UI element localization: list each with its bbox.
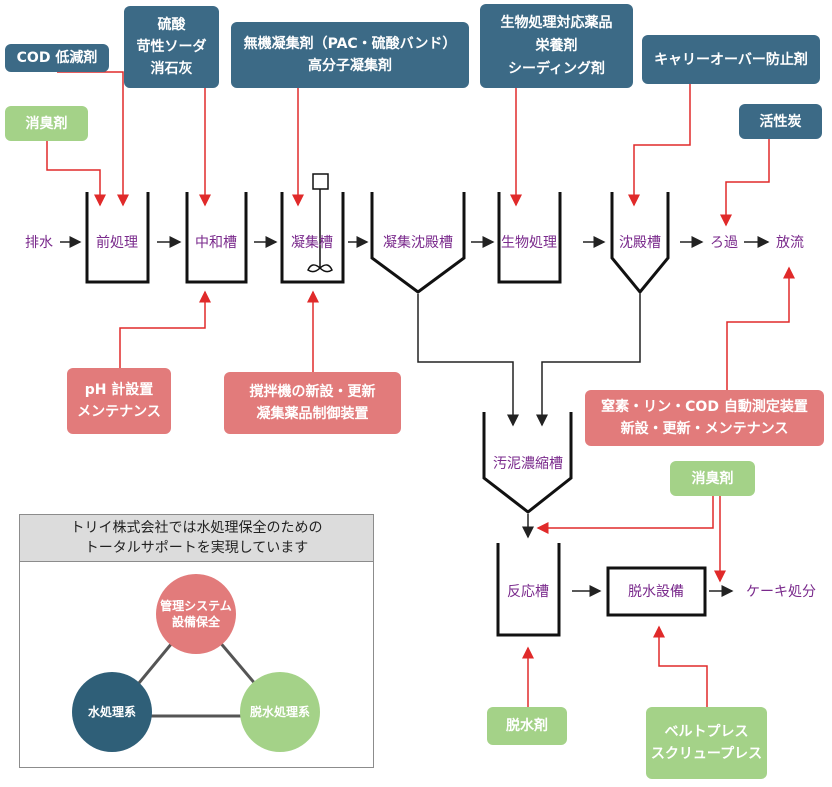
tank-reaction [496,543,561,637]
mixer-tag: 撹拌機の新設・更新 凝集薬品制御装置 [224,372,401,434]
chemical-connectors [46,71,795,707]
tank-coag-sedimentation [370,192,466,294]
carryover-tag: キャリーオーバー防止剤 [642,35,820,84]
press-tag: ベルトプレス スクリュープレス [646,707,767,779]
dewatering-box [606,566,707,617]
cake-disposal-label: ケーキ処分 [746,584,816,600]
coagulants-tag: 無機凝集剤（PAC・硫酸バンド） 高分子凝集剤 [231,22,469,88]
acid-alkali-tag: 硫酸 苛性ソーダ 消石灰 [124,6,219,88]
tank-neutralization [185,192,248,284]
coagulation-label: 凝集槽 [291,235,333,251]
discharge-label: 放流 [776,235,804,251]
pretreatment-label: 前処理 [96,235,138,251]
tank-bio-treatment [497,192,562,284]
dewatering-agent-tag: 脱水剤 [487,707,567,745]
tank-sludge-thickener [482,412,573,514]
management-circle: 管理システム 設備保全 [156,574,236,654]
tank-pretreatment [85,192,150,284]
ph-meter-tag: pH 計設置 メンテナンス [67,368,171,434]
flow-arrows [60,236,770,597]
dewatering-label: 脱水設備 [628,584,684,600]
sludge-thickener-label: 汚泥濃縮槽 [493,456,563,472]
mixer-icon [307,173,333,273]
bio-treatment-label: 生物処理 [501,235,557,251]
sedimentation-label: 沈殿槽 [619,235,661,251]
activated-carbon-tag: 活性炭 [739,104,822,139]
wastewater-label: 排水 [25,235,53,251]
deodorant-bottom-tag: 消臭剤 [670,461,755,496]
deodorant-top-tag: 消臭剤 [5,106,88,141]
filtration-label: ろ過 [710,235,738,251]
reaction-tank-label: 反応槽 [507,584,549,600]
cod-reducer-tag: COD 低減剤 [5,44,109,72]
bio-chem-tag: 生物処理対応薬品 栄養剤 シーディング剤 [480,4,633,88]
dewatering-circle: 脱水処理系 [240,672,320,752]
tank-sedimentation [610,192,670,295]
tank-coagulation [280,192,345,284]
water-treatment-circle: 水処理系 [72,672,152,752]
neutralization-label: 中和槽 [195,235,237,251]
auto-measure-tag: 窒素・リン・COD 自動測定装置 新設・更新・メンテナンス [585,390,824,446]
summary-header: トリイ株式会社では水処理保全のための トータルサポートを実現しています [19,514,374,562]
coag-sedimentation-label: 凝集沈殿槽 [383,235,453,251]
